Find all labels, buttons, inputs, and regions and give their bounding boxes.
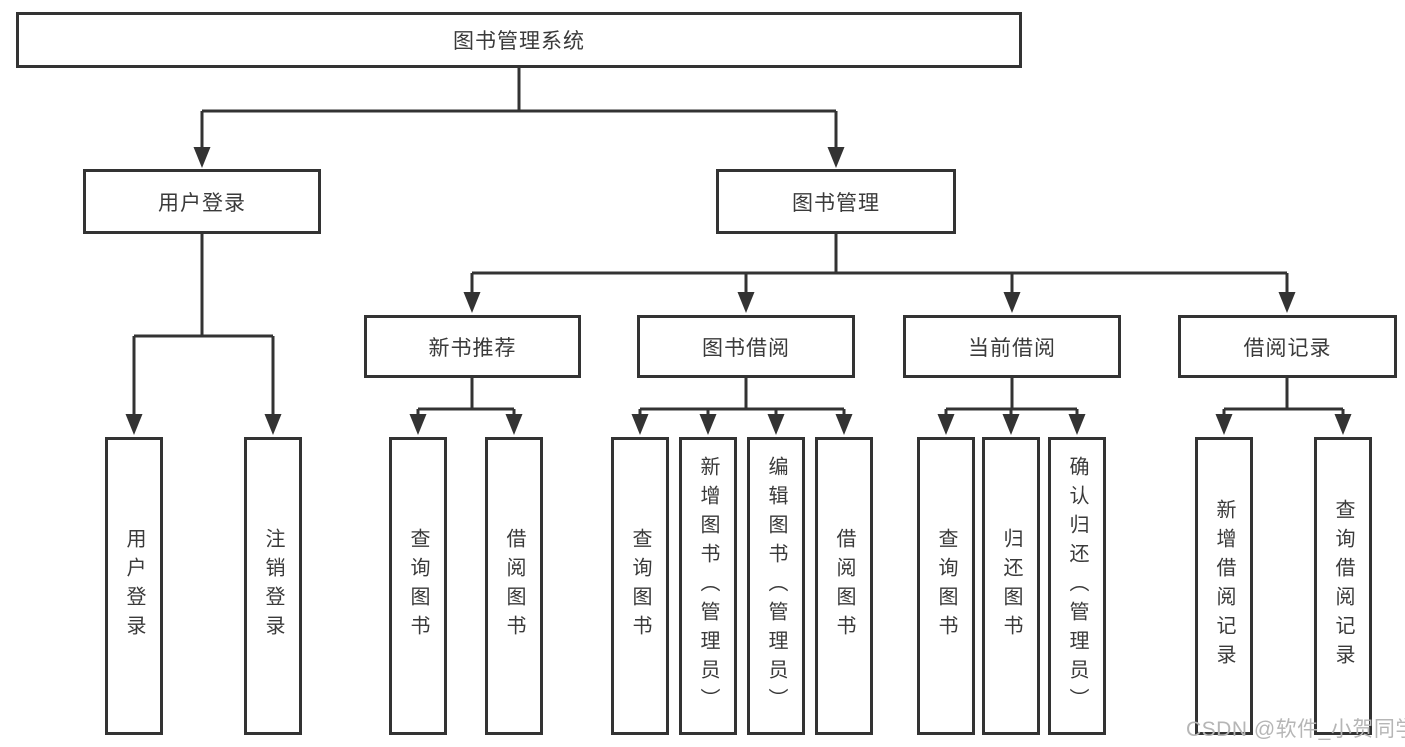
node-leaf-query-books-current: 查询图书 xyxy=(917,437,975,735)
arrowheads xyxy=(125,147,1352,435)
node-user-login-module: 用户登录 xyxy=(83,169,321,234)
node-root-label: 图书管理系统 xyxy=(453,30,585,53)
node-new-book-recommend: 新书推荐 xyxy=(364,315,581,378)
node-book-borrowing: 图书借阅 xyxy=(637,315,855,378)
node-book-management: 图书管理 xyxy=(716,169,956,234)
watermark: CSDN @软件_小贺同学 xyxy=(1186,718,1405,741)
node-borrow-records: 借阅记录 xyxy=(1178,315,1397,378)
node-leaf-edit-books-admin-label: 编辑图书（管理员） xyxy=(765,455,787,717)
node-user-login-module-label: 用户登录 xyxy=(158,191,246,215)
node-leaf-borrow-books-recommend: 借阅图书 xyxy=(485,437,543,735)
node-leaf-add-books-admin-label: 新增图书（管理员） xyxy=(697,455,719,717)
node-leaf-add-borrow-record: 新增借阅记录 xyxy=(1195,437,1253,735)
node-leaf-query-books-borrowing-label: 查询图书 xyxy=(629,528,651,644)
node-leaf-query-borrow-record: 查询借阅记录 xyxy=(1314,437,1372,735)
node-leaf-borrow-books-recommend-label: 借阅图书 xyxy=(503,528,525,644)
node-leaf-user-login-label: 用户登录 xyxy=(123,528,145,644)
node-leaf-confirm-return-admin: 确认归还（管理员） xyxy=(1048,437,1106,735)
node-leaf-return-books: 归还图书 xyxy=(982,437,1040,735)
node-leaf-logout-label: 注销登录 xyxy=(262,528,284,644)
node-leaf-query-books-borrowing: 查询图书 xyxy=(611,437,669,735)
node-leaf-borrow-books-borrowing-label: 借阅图书 xyxy=(833,528,855,644)
node-leaf-add-borrow-record-label: 新增借阅记录 xyxy=(1213,499,1235,673)
node-leaf-add-books-admin: 新增图书（管理员） xyxy=(679,437,737,735)
node-book-borrowing-label: 图书借阅 xyxy=(702,336,790,360)
node-borrow-records-label: 借阅记录 xyxy=(1243,336,1332,360)
node-leaf-confirm-return-admin-label: 确认归还（管理员） xyxy=(1066,455,1088,717)
node-current-borrowing-label: 当前借阅 xyxy=(968,336,1056,360)
node-leaf-borrow-books-borrowing: 借阅图书 xyxy=(815,437,873,735)
node-leaf-query-books-current-label: 查询图书 xyxy=(935,528,957,644)
node-book-management-label: 图书管理 xyxy=(792,191,880,215)
node-leaf-return-books-label: 归还图书 xyxy=(1000,528,1022,644)
node-current-borrowing: 当前借阅 xyxy=(903,315,1121,378)
node-leaf-query-books-recommend: 查询图书 xyxy=(389,437,447,735)
node-root: 图书管理系统 xyxy=(16,12,1022,68)
node-leaf-query-books-recommend-label: 查询图书 xyxy=(407,528,429,644)
node-leaf-logout: 注销登录 xyxy=(244,437,302,735)
node-leaf-user-login: 用户登录 xyxy=(105,437,163,735)
node-leaf-edit-books-admin: 编辑图书（管理员） xyxy=(747,437,805,735)
node-new-book-recommend-label: 新书推荐 xyxy=(428,336,517,360)
node-leaf-query-borrow-record-label: 查询借阅记录 xyxy=(1332,499,1354,673)
